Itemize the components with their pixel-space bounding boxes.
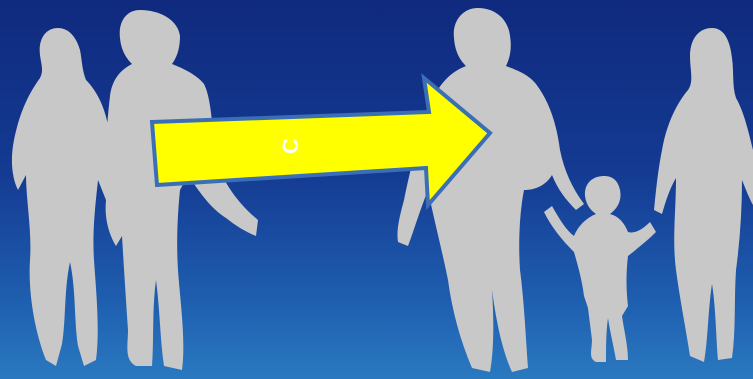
arrow-shape [152, 78, 490, 205]
arrow-label: C [276, 131, 306, 161]
